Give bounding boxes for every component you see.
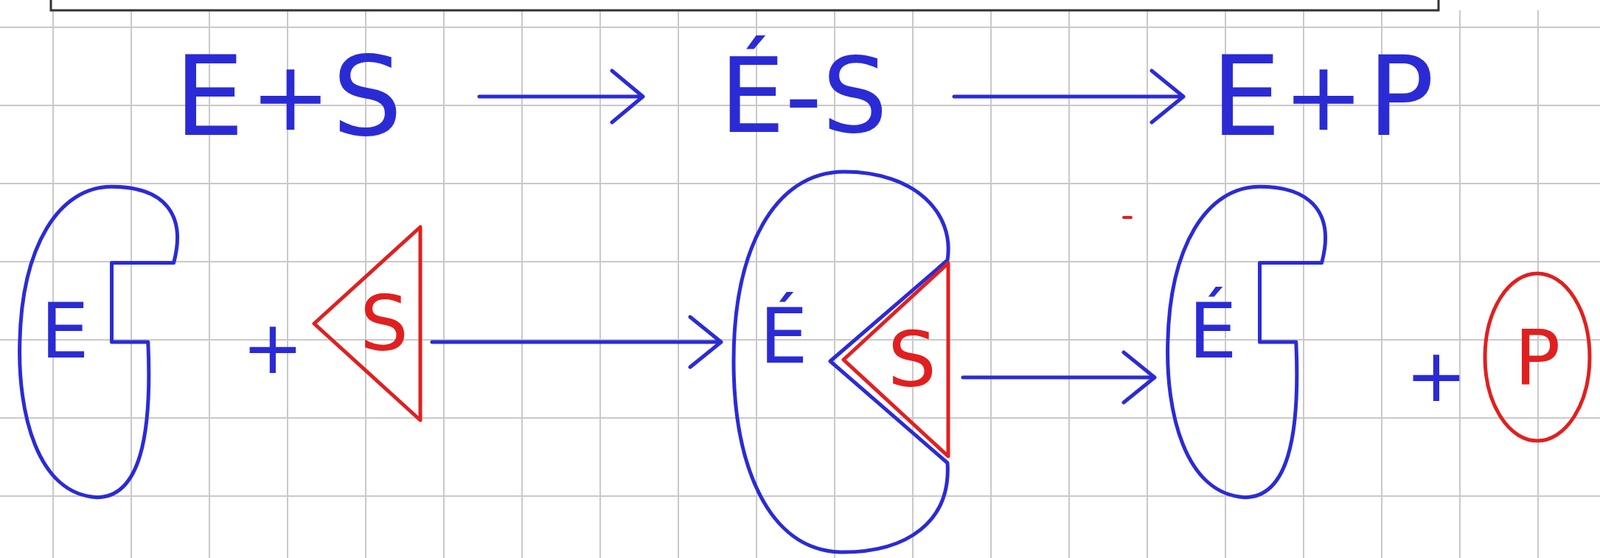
label-holder: +: [1283, 48, 1365, 145]
node-letter: P: [1514, 319, 1561, 396]
stray-mark: [1123, 216, 1132, 219]
label-holder: P: [1367, 41, 1435, 152]
plus-sign: +: [250, 40, 332, 153]
reaction-arrow: [432, 317, 722, 368]
node-letter: É: [759, 297, 809, 375]
product-circle: P: [1482, 270, 1593, 444]
label-holder: É-S: [719, 44, 888, 149]
label-holder: +: [250, 48, 332, 145]
frame-edge: [50, 0, 1439, 11]
enzyme-substrate-complex: ÉS: [729, 168, 955, 556]
label-holder: S: [331, 41, 402, 152]
top-arrow: [954, 70, 1184, 123]
equation-term: S: [331, 32, 402, 161]
label-holder: +: [241, 311, 304, 385]
bound-substrate-triangle: S: [840, 260, 952, 460]
top-arrow: [479, 70, 643, 123]
reaction-arrow: [962, 352, 1155, 403]
node-letter: E: [40, 292, 90, 370]
enzyme-shape: É: [1163, 183, 1378, 501]
node-letter: S: [359, 285, 409, 363]
equation-term: É-S: [719, 36, 888, 157]
equation-term: P: [1367, 32, 1435, 161]
enzyme-shape: E: [15, 183, 230, 501]
equation-term: E: [1211, 32, 1282, 161]
label-holder: +: [1405, 339, 1468, 413]
plus-sign: +: [241, 304, 304, 391]
node-letter: S: [887, 321, 937, 399]
node-letter: É: [1188, 292, 1238, 370]
label-holder: E: [1211, 41, 1282, 152]
substrate-triangle: S: [311, 224, 424, 424]
grid-paper: [0, 10, 1600, 558]
plus-sign: +: [1405, 332, 1468, 419]
label-holder: E: [174, 41, 245, 152]
equation-term: E: [174, 32, 245, 161]
plus-sign: +: [1283, 40, 1365, 153]
